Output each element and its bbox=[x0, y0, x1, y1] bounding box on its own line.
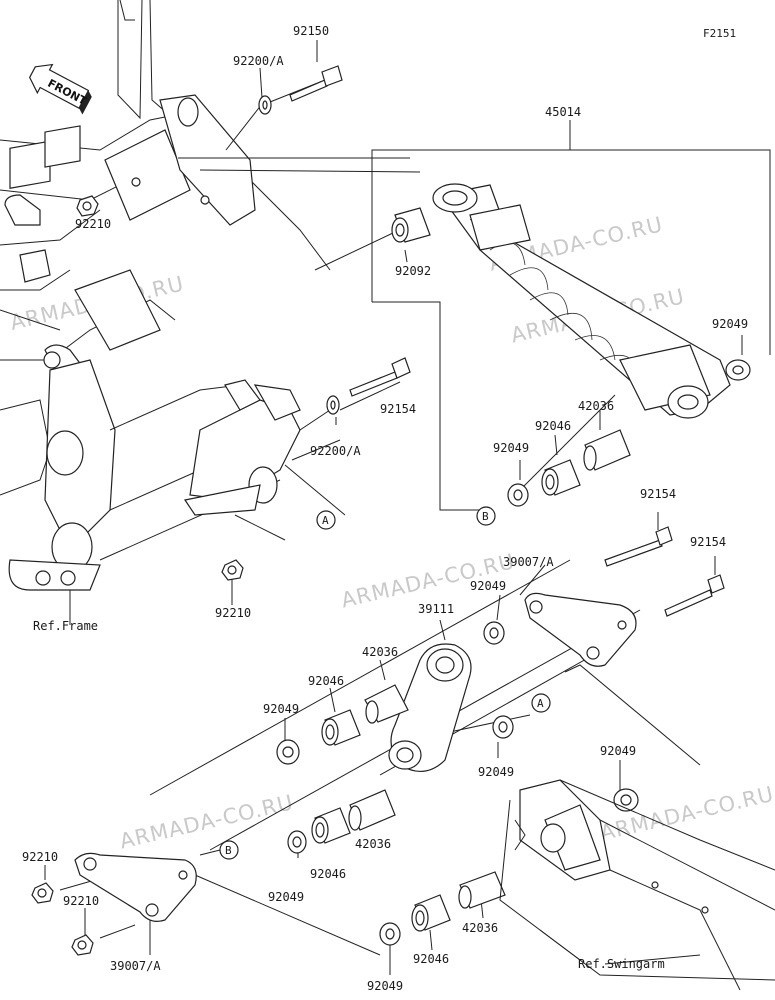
label-collar-rocker-top: 42036 bbox=[362, 645, 398, 659]
label-bearing-shock: 92046 bbox=[535, 419, 571, 433]
label-bearing-swingarm: 92046 bbox=[413, 952, 449, 966]
lower-linkage bbox=[31, 526, 725, 956]
label-seal-rod-upper: 92049 bbox=[470, 579, 506, 593]
callout-b-1: B bbox=[476, 506, 496, 526]
label-rocker-arm: 39111 bbox=[418, 602, 454, 616]
label-seal-rocker-bottom: 92049 bbox=[268, 890, 304, 904]
watermark-5: ARMADA-CO.RU bbox=[117, 790, 296, 853]
label-seal-shock-left: 92049 bbox=[493, 441, 529, 455]
bracket-45014 bbox=[371, 149, 771, 355]
label-bolt-mid: 92154 bbox=[380, 402, 416, 416]
part-labels: 92150 92200/A 92210 45014 92092 92049 92… bbox=[22, 24, 748, 993]
diagram-code: F2151 bbox=[703, 27, 736, 40]
label-seal-swingarm: 92049 bbox=[600, 744, 636, 758]
swingarm-illustration bbox=[499, 779, 775, 991]
callout-b-2: B bbox=[219, 840, 239, 860]
callout-a-1: A bbox=[316, 510, 336, 530]
label-collar-shock: 42036 bbox=[578, 399, 614, 413]
label-bushing-shock-top: 92092 bbox=[395, 264, 431, 278]
top-hardware bbox=[76, 65, 431, 243]
label-collar-swingarm: 42036 bbox=[462, 921, 498, 935]
label-washer-mid: 92200/A bbox=[310, 444, 361, 458]
callout-a-2: A bbox=[531, 693, 551, 713]
svg-text:A: A bbox=[322, 514, 329, 527]
label-ref-swingarm: Ref.Swingarm bbox=[578, 957, 665, 971]
shock-absorber bbox=[432, 183, 731, 419]
label-washer-top: 92200/A bbox=[233, 54, 284, 68]
svg-text:B: B bbox=[482, 510, 489, 523]
label-bearing-rocker-bottom: 92046 bbox=[310, 867, 346, 881]
svg-text:B: B bbox=[225, 844, 232, 857]
label-collar-rocker-bottom: 42036 bbox=[355, 837, 391, 851]
front-arrow-icon: FRONT bbox=[28, 63, 92, 115]
label-bolt-rod-2: 92154 bbox=[690, 535, 726, 549]
label-nut-frame: 92210 bbox=[215, 606, 251, 620]
label-nut-rod-1: 92210 bbox=[22, 850, 58, 864]
label-shock-assembly: 45014 bbox=[545, 105, 581, 119]
label-seal-rocker-right: 92049 bbox=[478, 765, 514, 779]
label-rod-lower: 39007/A bbox=[110, 959, 161, 973]
label-rod-upper: 39007/A bbox=[503, 555, 554, 569]
label-nut-top: 92210 bbox=[75, 217, 111, 231]
label-seal-shock-right: 92049 bbox=[712, 317, 748, 331]
label-bolt-top: 92150 bbox=[293, 24, 329, 38]
label-seal-swingarm-bottom: 92049 bbox=[367, 979, 403, 993]
label-bolt-rod-1: 92154 bbox=[640, 487, 676, 501]
label-nut-rod-2: 92210 bbox=[63, 894, 99, 908]
frame-illustration bbox=[0, 0, 331, 620]
mid-hardware bbox=[221, 357, 751, 581]
label-bearing-rocker-top: 92046 bbox=[308, 674, 344, 688]
leader-lines bbox=[44, 40, 743, 975]
label-ref-frame: Ref.Frame bbox=[33, 619, 98, 633]
label-seal-rocker-left: 92049 bbox=[263, 702, 299, 716]
svg-text:A: A bbox=[537, 697, 544, 710]
